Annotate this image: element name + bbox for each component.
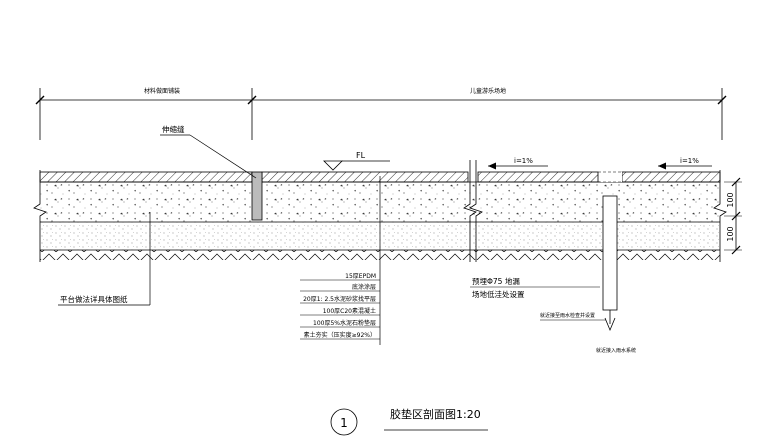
annotations: 伸缩缝 FL i=1% i=1% 平台做法详具体图纸 15厚EPD bbox=[58, 124, 712, 354]
drain-small-label: 就近接至雨水检查井设置 bbox=[540, 312, 595, 319]
floor-level-marker: FL bbox=[323, 151, 390, 171]
layer-5: 100厚5%水泥石粉垫层 bbox=[313, 319, 376, 327]
title-number: 1 bbox=[340, 416, 348, 430]
layer-1: 15厚EPDM bbox=[345, 273, 376, 280]
layer-4: 100厚C20素混凝土 bbox=[323, 307, 376, 315]
drawing-title: 1 胶垫区剖面图1:20 bbox=[330, 407, 488, 436]
title-number-circle bbox=[330, 408, 358, 436]
slope-left-label: i=1% bbox=[514, 157, 533, 165]
left-span-label: 材料做面铺装 bbox=[144, 87, 180, 95]
drain-bottom-label: 就近接入雨水系统 bbox=[596, 347, 636, 354]
slope-arrow-left: i=1% bbox=[488, 157, 548, 170]
drain-label-1: 预埋Φ75 地漏 bbox=[472, 276, 520, 286]
slope-arrow-right: i=1% bbox=[658, 157, 712, 170]
title-text: 胶垫区剖面图1:20 bbox=[390, 407, 481, 421]
top-dimension: 材料做面铺装 儿童游乐场地 bbox=[35, 87, 727, 140]
height-bottom-label: 100 bbox=[726, 226, 735, 241]
slope-right-label: i=1% bbox=[680, 157, 699, 165]
right-span-label: 儿童游乐场地 bbox=[470, 87, 506, 95]
floor-level-label: FL bbox=[356, 151, 366, 160]
expansion-joint-label: 伸缩缝 bbox=[162, 124, 185, 134]
height-top-label: 100 bbox=[726, 192, 735, 207]
drain-label-2: 场地低洼处设置 bbox=[472, 289, 525, 299]
layer-3: 20厚1: 2.5水泥砂浆找平层 bbox=[303, 295, 376, 303]
layer-2: 底涂涂层 bbox=[352, 283, 376, 291]
right-dimension: 100 100 bbox=[724, 177, 742, 255]
layer-6: 素土夯实（压实度≥92%） bbox=[304, 331, 376, 339]
platform-note: 平台做法详具体图纸 bbox=[60, 294, 128, 304]
